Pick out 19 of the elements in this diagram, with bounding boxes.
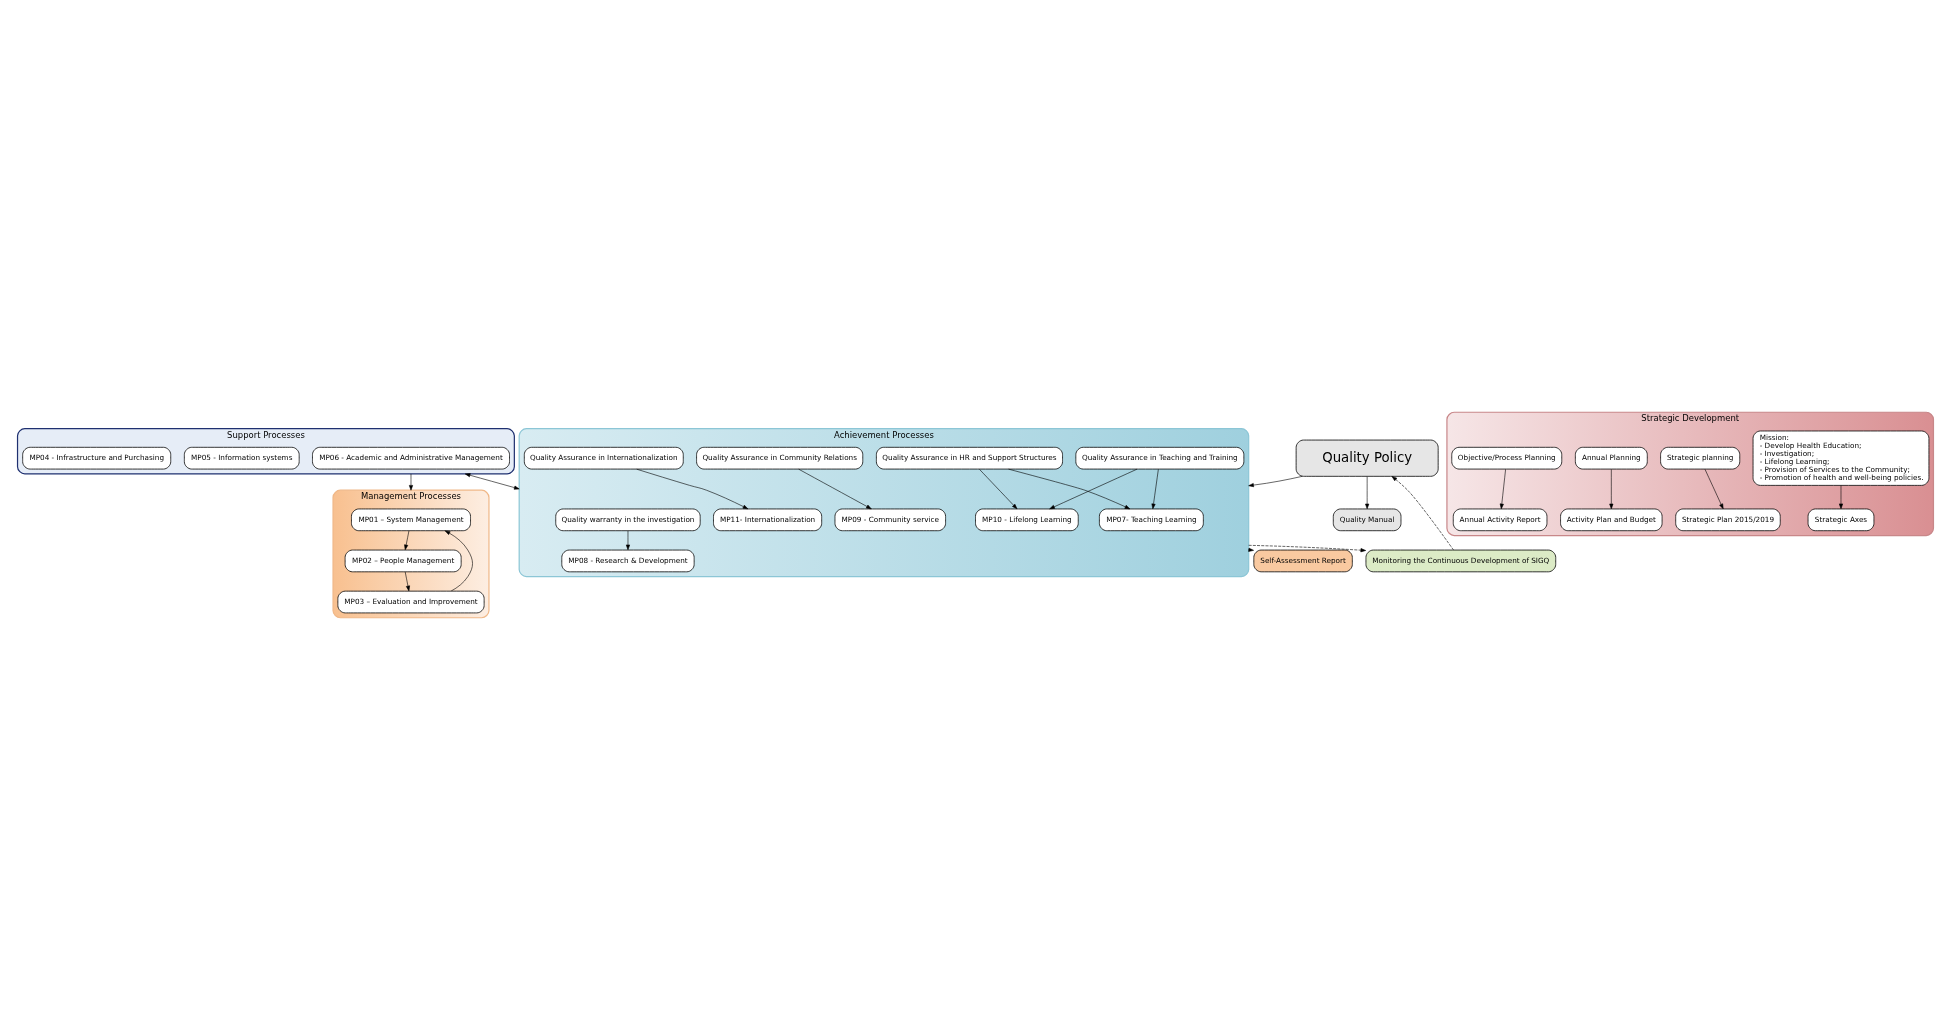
arrow	[403, 530, 409, 551]
arrow	[1838, 485, 1843, 510]
arrow	[1247, 476, 1303, 488]
arrow	[1499, 469, 1506, 510]
arrow	[1704, 469, 1723, 510]
arrow	[978, 469, 1017, 510]
arrow	[1048, 468, 1137, 510]
arrow	[635, 468, 748, 510]
arrow	[1151, 469, 1159, 510]
arrow	[1007, 468, 1130, 510]
arrow	[1391, 476, 1454, 551]
arrow	[1364, 476, 1369, 510]
node-box: Quality Policy	[1295, 439, 1439, 477]
arrow	[404, 571, 410, 592]
arrow	[408, 473, 413, 491]
arrow	[797, 468, 872, 510]
arrow	[625, 530, 630, 551]
arrow	[1608, 469, 1613, 510]
arrow	[464, 473, 519, 490]
